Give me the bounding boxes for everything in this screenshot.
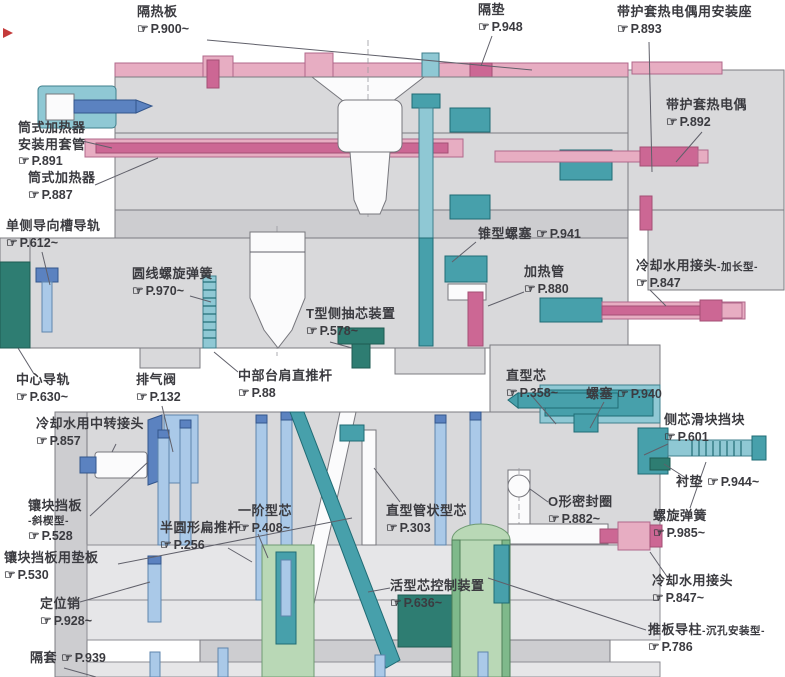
- catalog-ref-icon: ☞: [636, 274, 648, 290]
- catalog-ref-icon: ☞: [16, 388, 28, 404]
- catalog-ref-icon: ☞: [536, 226, 548, 241]
- heater-pipe-shape: [467, 291, 484, 347]
- fixed-half: [0, 28, 785, 375]
- catalog-ref-icon: ☞: [524, 280, 536, 296]
- catalog-ref-icon: ☞: [666, 113, 678, 129]
- catalog-ref-icon: ☞: [36, 432, 48, 448]
- callout-air-vent-valve: 排气阀☞P.132: [136, 372, 181, 404]
- catalog-ref-icon: ☞: [506, 384, 518, 400]
- taper-plug-shape: [444, 255, 488, 283]
- callout-thermocouple-mount: 带护套热电偶用安装座☞P.893: [617, 4, 753, 36]
- callout-wire-spring: 圆线螺旋弹簧☞P.970~: [132, 266, 214, 298]
- callout-cooling-joint: 冷却水用接头☞P.847~: [652, 573, 734, 605]
- catalog-ref-icon: ☞: [160, 536, 172, 552]
- catalog-ref-icon: ☞: [478, 18, 490, 34]
- catalog-ref-icon: ☞: [653, 524, 665, 540]
- callout-screw-plug: 螺塞 ☞P.940: [586, 386, 662, 401]
- callout-cartridge-heater: 筒式加热器☞P.887: [28, 170, 96, 202]
- callout-heater-pipe: 加热管☞P.880: [524, 264, 569, 296]
- sleeve-core-shape: [493, 544, 510, 604]
- callout-insert-stopper: 镶块挡板-斜楔型-☞P.528: [28, 498, 83, 544]
- callout-insulation-plate: 隔热板☞P.900~: [137, 4, 190, 36]
- callout-heater-sleeve: 筒式加热器安装用套管☞P.891: [18, 120, 86, 169]
- angular-pin-shape: [289, 411, 401, 669]
- o-ring-shape: [507, 474, 531, 498]
- callout-spacer: 隔垫☞P.948: [478, 2, 523, 34]
- catalog-ref-icon: ☞: [238, 384, 250, 400]
- callout-thermocouple: 带护套热电偶☞P.892: [666, 97, 748, 129]
- liner-pad-shape: [649, 457, 671, 471]
- catalog-ref-icon: ☞: [28, 528, 40, 544]
- callout-half-round-ejector: 半圆形扁推杆☞P.256: [160, 520, 242, 552]
- insulation-plate-shape: [114, 62, 629, 78]
- relay-joint-shape: [94, 451, 148, 479]
- callout-t-slot-unit: T型侧抽芯装置☞P.578~: [306, 306, 396, 338]
- ejector-pins: [157, 411, 482, 601]
- callout-relay-joint: 冷却水用中转接头☞P.857: [36, 416, 145, 448]
- callout-loose-core-control: 活型芯控制装置☞P.636~: [390, 578, 485, 610]
- cooling-joint-shape: [617, 521, 651, 551]
- catalog-ref-icon: ☞: [648, 638, 660, 654]
- catalog-ref-icon: ☞: [6, 234, 18, 250]
- callout-center-rail: 中心导轨☞P.630~: [16, 372, 71, 404]
- leader-lines: [17, 35, 707, 677]
- catalog-ref-icon: ☞: [617, 20, 629, 36]
- catalog-ref-icon: ☞: [132, 282, 144, 298]
- callout-o-ring: O形密封圈☞P.882~: [548, 494, 613, 526]
- callout-slide-stopper: 侧芯滑块挡块☞P.601: [664, 412, 746, 444]
- callout-insert-stopper-backing: 镶块挡板用垫板☞P.530: [4, 550, 99, 582]
- dowel-pin-shape: [147, 555, 162, 623]
- catalog-ref-icon: ☞: [136, 388, 148, 404]
- callout-liner-pad: 衬垫 ☞P.944~: [676, 474, 760, 489]
- catalog-ref-icon: ☞: [137, 20, 149, 36]
- callout-dowel-pin: 定位销☞P.928~: [40, 596, 93, 628]
- callout-taper-plug: 锥型螺塞 ☞P.941: [478, 226, 581, 241]
- callout-ejector-guide-pin: 推板导柱-沉孔安装型-☞P.786: [648, 622, 766, 654]
- catalog-ref-icon: ☞: [4, 566, 16, 582]
- callout-one-step-core: 一阶型芯☞P.408~: [238, 503, 293, 535]
- catalog-ref-icon: ☞: [664, 428, 676, 444]
- catalog-ref-icon: ☞: [306, 322, 318, 338]
- catalog-ref-icon: ☞: [386, 519, 398, 535]
- callout-straight-core: 直型芯☞P.358~: [506, 368, 559, 400]
- straight-core-shape: [517, 392, 619, 409]
- callout-shouldered-ejector-pin: 中部台肩直推杆☞P.88: [238, 368, 333, 400]
- red-marker: [3, 28, 13, 38]
- callout-coil-spring: 螺旋弹簧☞P.985~: [653, 508, 708, 540]
- callout-cooling-joint-extended: 冷却水用接头-加长型-☞P.847: [636, 258, 759, 290]
- catalog-ref-icon: ☞: [238, 519, 250, 535]
- catalog-ref-icon: ☞: [40, 612, 52, 628]
- callout-guide-rail: 单侧导向槽导轨☞P.612~: [6, 218, 101, 250]
- callout-sleeve-core: 直型管状型芯☞P.303: [386, 503, 468, 535]
- catalog-ref-icon: ☞: [390, 594, 402, 610]
- catalog-ref-icon: ☞: [61, 650, 73, 665]
- catalog-ref-icon: ☞: [28, 186, 40, 202]
- guide-rail-shape: [0, 261, 31, 349]
- catalog-ref-icon: ☞: [617, 386, 629, 401]
- catalog-ref-icon: ☞: [652, 589, 664, 605]
- catalog-ref-icon: ☞: [18, 153, 30, 169]
- catalog-ref-icon: ☞: [707, 474, 719, 489]
- screw-plug-shape: [573, 413, 599, 433]
- thermocouple-shape: [494, 150, 644, 163]
- callout-spacer-sleeve: 隔套 ☞P.939: [30, 650, 106, 665]
- catalog-ref-icon: ☞: [548, 510, 560, 526]
